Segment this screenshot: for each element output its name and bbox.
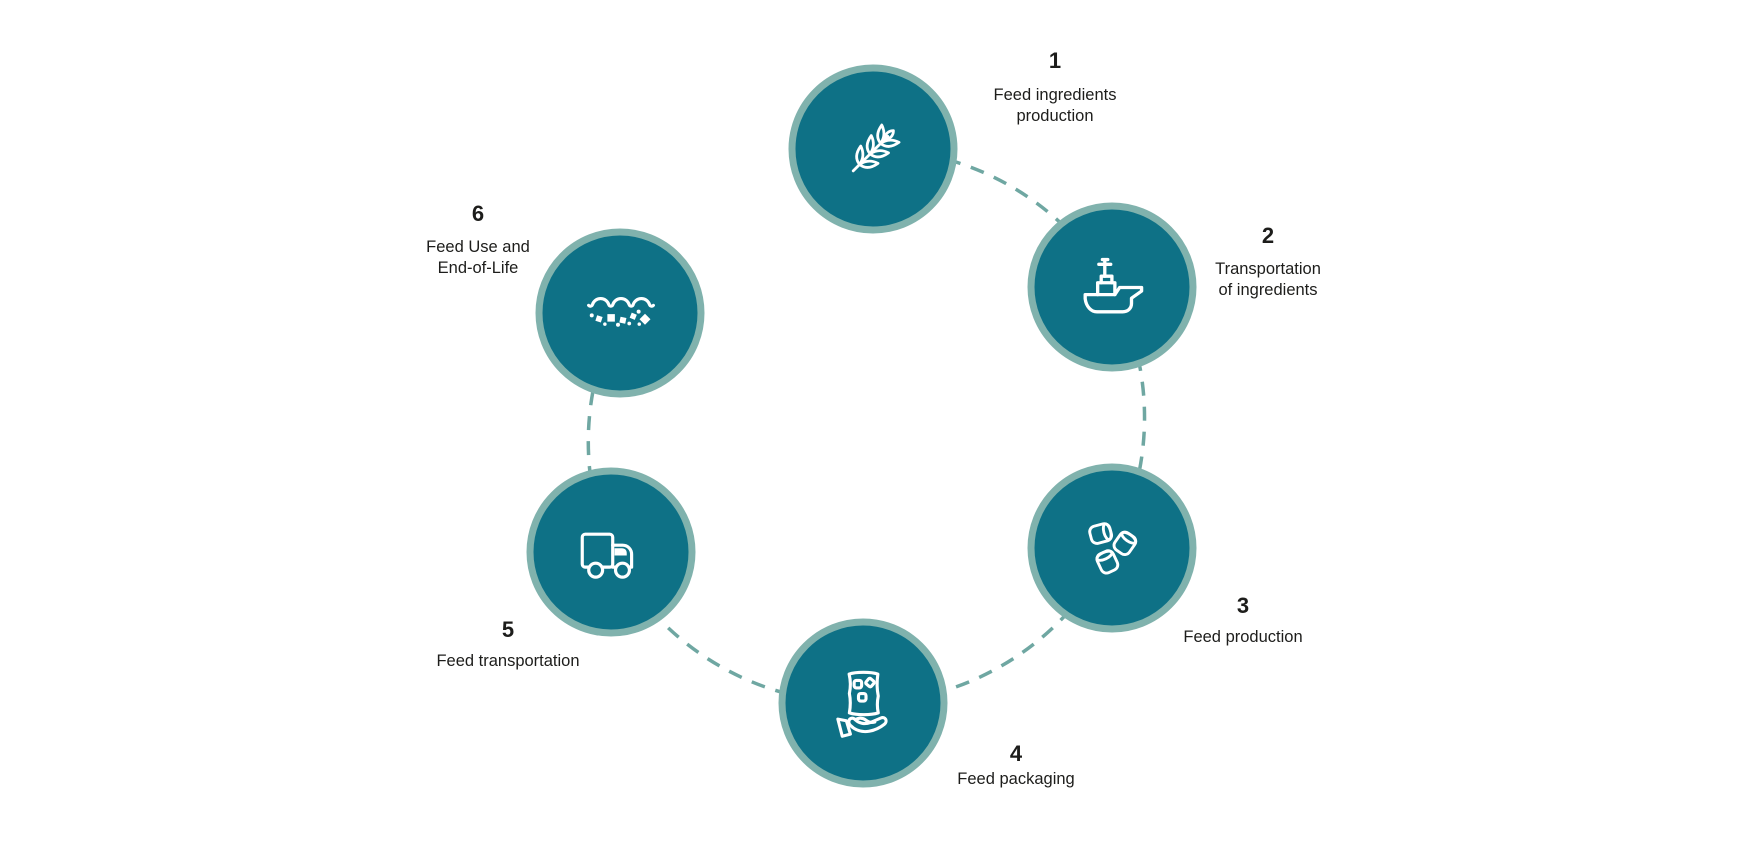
step-5-text: Feed transportation xyxy=(436,652,580,670)
step-3-text: Feed production xyxy=(1183,628,1303,646)
ship-icon xyxy=(1074,249,1150,325)
step-6-circle xyxy=(535,228,705,398)
step-1-text: Feed ingredients production xyxy=(993,86,1117,125)
step-6-number: 6 xyxy=(471,201,485,226)
step-3-label: 3 Feed production xyxy=(1183,593,1302,648)
wheat-icon xyxy=(839,115,907,183)
step-2-text: Transportation of ingredients xyxy=(1215,260,1321,299)
step-2-label: 2 Transportation of ingredients xyxy=(1215,223,1321,301)
step-1-label: 1 Feed ingredients production xyxy=(994,48,1117,127)
step-5-number: 5 xyxy=(501,617,515,642)
step-4-number: 4 xyxy=(1009,741,1023,766)
step-2-circle xyxy=(1027,202,1197,372)
step-4-label: 4 Feed packaging xyxy=(957,741,1074,790)
truck-icon xyxy=(572,513,650,591)
step-4-circle xyxy=(778,618,948,788)
step-1-number: 1 xyxy=(1048,48,1062,73)
step-3-circle xyxy=(1027,463,1197,633)
step-2-number: 2 xyxy=(1261,223,1275,248)
pellets-icon xyxy=(1079,515,1145,581)
connector-3-4 xyxy=(862,547,1114,705)
step-1-circle xyxy=(788,64,958,234)
step-6-label: 6 Feed Use and End-of-Life xyxy=(426,201,530,279)
waves-particles-icon xyxy=(580,273,660,353)
step-5-label: 5 Feed transportation xyxy=(436,617,579,672)
step-5-circle xyxy=(526,467,696,637)
feed-bag-in-hand-icon xyxy=(823,663,903,743)
step-4-text: Feed packaging xyxy=(957,770,1075,788)
step-3-number: 3 xyxy=(1236,593,1250,618)
connector-4-5 xyxy=(609,551,864,705)
step-6-text: Feed Use and End-of-Life xyxy=(426,238,530,277)
